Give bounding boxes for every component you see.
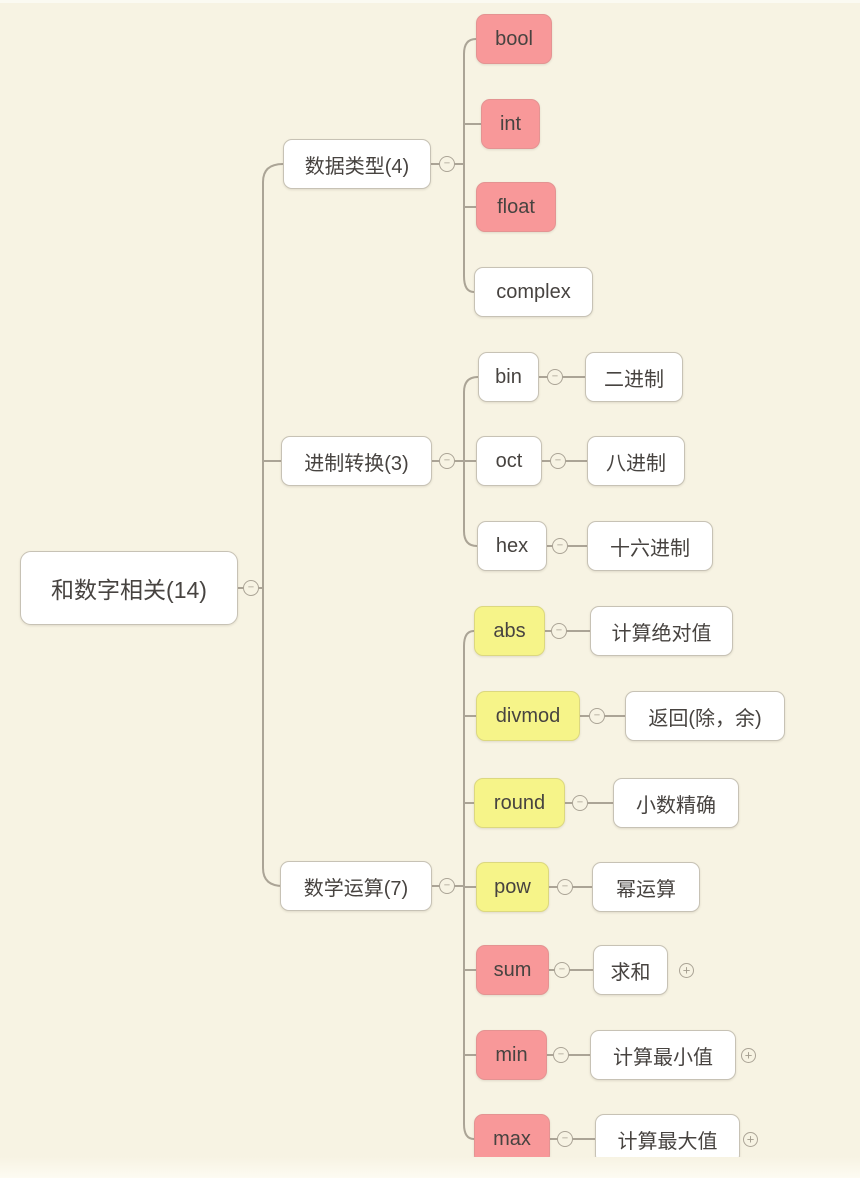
node-hex[interactable]: hex (477, 521, 547, 571)
node-hex-desc[interactable]: 十六进制 (587, 521, 713, 571)
minus-glyph: − (443, 157, 451, 169)
node-label: divmod (495, 704, 561, 727)
collapse-icon[interactable]: − (439, 156, 455, 172)
node-abs-desc[interactable]: 计算绝对值 (590, 606, 733, 656)
node-round-desc[interactable]: 小数精确 (613, 778, 739, 828)
collapse-icon[interactable]: − (243, 580, 259, 596)
node-round[interactable]: round (474, 778, 565, 828)
node-label: max (493, 1127, 531, 1150)
node-label: hex (495, 534, 529, 557)
collapse-icon[interactable]: − (557, 1131, 573, 1147)
node-label: 进制转换(3) (304, 452, 409, 475)
minus-glyph: − (554, 454, 562, 466)
node-float[interactable]: float (476, 182, 556, 232)
node-label: 十六进制 (610, 537, 690, 560)
node-label: abs (493, 619, 526, 642)
node-label: 求和 (610, 961, 651, 984)
node-bin-desc[interactable]: 二进制 (585, 352, 683, 402)
minus-glyph: − (561, 880, 569, 892)
node-root-label: 和数字相关(14) (51, 577, 207, 603)
collapse-icon[interactable]: − (554, 962, 570, 978)
minus-glyph: − (557, 1048, 565, 1060)
node-label: 小数精确 (636, 794, 716, 817)
collapse-icon[interactable]: − (557, 879, 573, 895)
node-label: 计算最小值 (613, 1046, 713, 1069)
collapse-icon[interactable]: − (589, 708, 605, 724)
node-label: 数学运算(7) (303, 877, 409, 900)
node-min[interactable]: min (476, 1030, 547, 1080)
node-label: sum (493, 958, 532, 981)
node-root[interactable]: 和数字相关(14) (20, 551, 238, 625)
node-label: oct (495, 449, 523, 472)
node-label: pow (494, 875, 531, 898)
collapse-icon[interactable]: − (439, 453, 455, 469)
node-bin[interactable]: bin (478, 352, 539, 402)
node-sum[interactable]: sum (476, 945, 549, 995)
minus-glyph: − (551, 370, 559, 382)
node-label: int (499, 112, 522, 135)
node-math-operations[interactable]: 数学运算(7) (280, 861, 432, 911)
node-max-desc[interactable]: 计算最大值 (595, 1114, 740, 1164)
node-label: complex (496, 280, 571, 303)
minus-glyph: − (247, 581, 255, 593)
node-label: bin (495, 365, 522, 388)
node-label: bool (495, 27, 533, 50)
node-label: float (497, 195, 535, 218)
collapse-icon[interactable]: − (551, 623, 567, 639)
node-int[interactable]: int (481, 99, 540, 149)
node-divmod-desc[interactable]: 返回(除，余) (625, 691, 785, 741)
node-abs[interactable]: abs (474, 606, 545, 656)
node-pow[interactable]: pow (476, 862, 549, 912)
minus-glyph: − (556, 539, 564, 551)
minus-glyph: − (443, 454, 451, 466)
minus-glyph: − (443, 879, 451, 891)
node-divmod[interactable]: divmod (476, 691, 580, 741)
minus-glyph: − (561, 1132, 569, 1144)
node-label: min (495, 1043, 528, 1066)
expand-icon[interactable]: + (741, 1048, 756, 1063)
collapse-icon[interactable]: − (552, 538, 568, 554)
expand-icon[interactable]: + (679, 963, 694, 978)
node-sum-desc[interactable]: 求和 (593, 945, 668, 995)
expand-icon[interactable]: + (743, 1132, 758, 1147)
minus-glyph: − (593, 709, 601, 721)
collapse-icon[interactable]: − (439, 878, 455, 894)
node-label: 计算绝对值 (611, 622, 712, 645)
minus-glyph: − (555, 624, 563, 636)
node-bool[interactable]: bool (476, 14, 552, 64)
collapse-icon[interactable]: − (547, 369, 563, 385)
node-label: 幂运算 (616, 878, 676, 901)
minus-glyph: − (576, 796, 584, 808)
node-oct[interactable]: oct (476, 436, 542, 486)
node-data-types[interactable]: 数据类型(4) (283, 139, 431, 189)
node-label: round (493, 791, 546, 814)
node-complex[interactable]: complex (474, 267, 593, 317)
collapse-icon[interactable]: − (553, 1047, 569, 1063)
node-max[interactable]: max (474, 1114, 550, 1164)
node-min-desc[interactable]: 计算最小值 (590, 1030, 736, 1080)
node-base-conversion[interactable]: 进制转换(3) (281, 436, 432, 486)
node-label: 数据类型(4) (304, 155, 410, 178)
plus-glyph: + (682, 962, 691, 978)
canvas-bottom-gradient (0, 1157, 860, 1178)
collapse-icon[interactable]: − (550, 453, 566, 469)
plus-glyph: + (744, 1047, 753, 1063)
node-label: 计算最大值 (617, 1130, 718, 1153)
node-oct-desc[interactable]: 八进制 (587, 436, 685, 486)
collapse-icon[interactable]: − (572, 795, 588, 811)
node-label: 二进制 (604, 368, 664, 391)
minus-glyph: − (558, 963, 566, 975)
plus-glyph: + (746, 1131, 755, 1147)
node-label: 八进制 (606, 452, 666, 475)
node-label: 返回(除，余) (648, 707, 762, 730)
node-pow-desc[interactable]: 幂运算 (592, 862, 700, 912)
